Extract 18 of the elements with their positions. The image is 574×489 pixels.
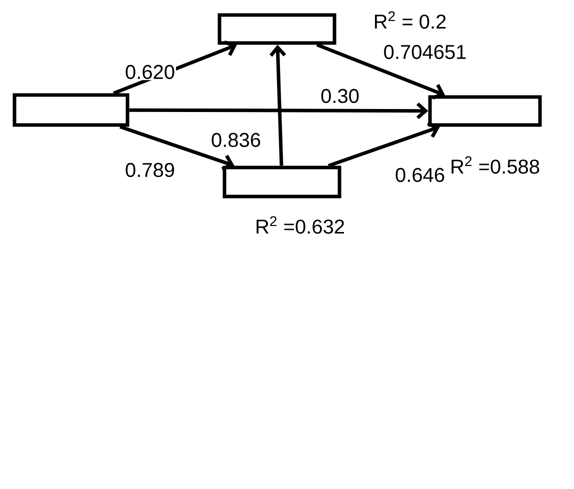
box [218,13,336,45]
edge-label: 0.789 [124,162,176,178]
arrow [120,125,234,171]
box [428,95,542,127]
edge-label: 0.704651 [382,44,468,60]
edge-label: 0.836 [210,132,262,148]
r-squared-label: R$^{2}$ = 0.2 [372,10,448,30]
edge-label: 0.620 [124,64,176,80]
edge-label: 0.30 [320,88,360,104]
arrow [316,43,446,100]
box [222,166,342,198]
box [12,93,130,127]
arrow [328,122,440,168]
edge-label: 0.646 [394,166,446,184]
r-squared-label: R$^{2}$ =0.632 [254,215,346,235]
r-squared-label: R$^{2}$ =0.588 [449,155,541,175]
arrow [129,102,428,120]
arrow [270,44,286,166]
